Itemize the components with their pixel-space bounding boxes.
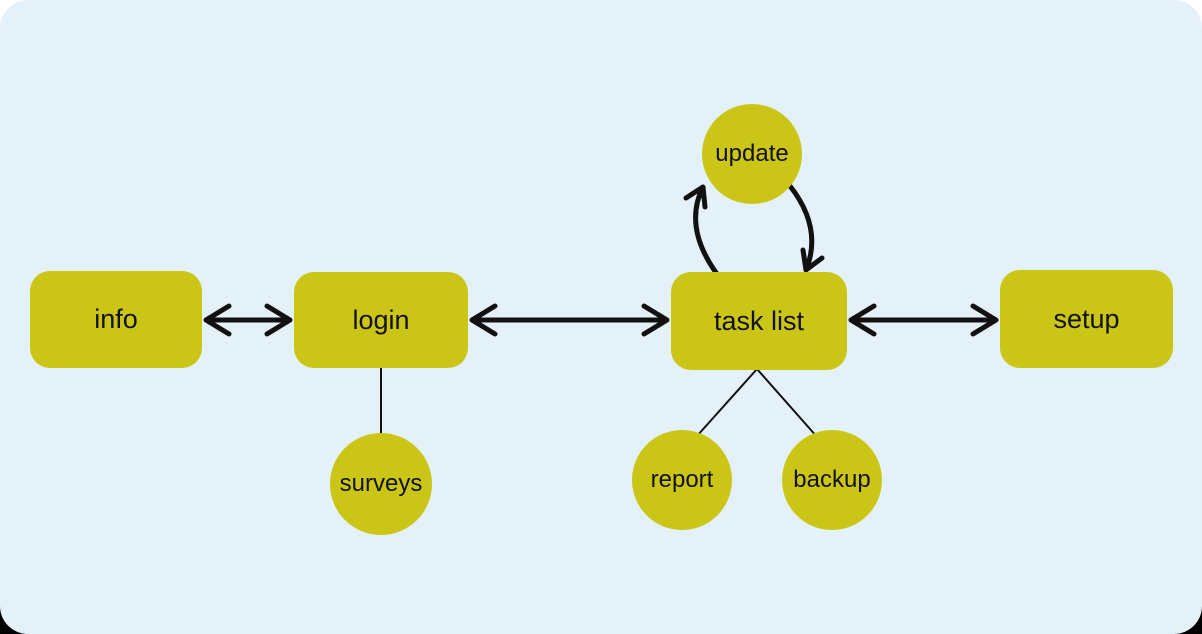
- node-task-list-label: task list: [713, 305, 805, 336]
- node-login-label: login: [352, 304, 410, 335]
- node-surveys-label: surveys: [339, 470, 423, 497]
- node-task-list: task list: [671, 272, 847, 370]
- node-backup-label: backup: [793, 466, 871, 493]
- arrow-tasklist-setup: [848, 303, 999, 337]
- node-login: login: [294, 272, 468, 368]
- node-backup: backup: [782, 430, 882, 530]
- node-update-label: update: [715, 140, 789, 167]
- node-setup: setup: [1000, 270, 1173, 368]
- node-setup-label: setup: [1053, 303, 1120, 334]
- line-tasklist-report: [696, 368, 758, 437]
- line-tasklist-backup: [756, 368, 819, 439]
- node-info-label: info: [94, 304, 138, 334]
- node-surveys: surveys: [330, 433, 432, 535]
- node-report-label: report: [650, 466, 714, 493]
- arrow-info-login: [203, 303, 293, 337]
- arrow-login-tasklist: [469, 303, 670, 337]
- arrow-update-tasklist: [787, 183, 825, 273]
- node-info: info: [30, 271, 202, 368]
- node-report: report: [632, 430, 732, 530]
- arrow-tasklist-update: [683, 184, 720, 277]
- node-update: update: [702, 104, 802, 204]
